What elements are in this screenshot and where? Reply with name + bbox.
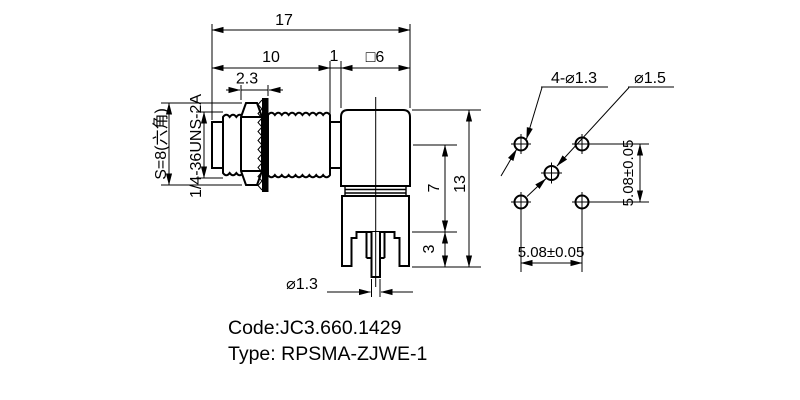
- center-hole: [541, 162, 562, 184]
- dim-body-height: 7: [426, 183, 443, 192]
- dim-pin-diameter: ⌀1.3: [286, 276, 318, 293]
- part-code: Code:JC3.660.1429: [228, 317, 401, 339]
- corner-hole-top-right: [572, 134, 592, 154]
- label-thread-spec: 1/4-36UNS-2A: [188, 94, 205, 198]
- label-hex-size: S=8(六角): [152, 108, 170, 180]
- corner-hole-bottom-left: [511, 192, 531, 212]
- dim-pitch-vertical: 5.08±0.05: [620, 140, 637, 207]
- corner-hole-bottom-right: [572, 192, 592, 212]
- pitch-horizontal-dimension: 5.08±0.05: [518, 209, 585, 272]
- side-view: 17 10 1 □6 2.3 S=8(六角) 1/4-36UNS-2A: [152, 12, 481, 297]
- dim-pitch-horizontal: 5.08±0.05: [518, 244, 585, 261]
- center-pin: [365, 232, 386, 278]
- pin-layout-view: 4-⌀1.3 ⌀1.5 5.08±0.05 5.08±0.05: [500, 70, 674, 272]
- title-block: Code:JC3.660.1429 Type: RPSMA-ZJWE-1: [228, 317, 427, 365]
- thread-rear-section: [267, 111, 331, 179]
- leader-center-hole: ⌀1.5: [526, 70, 674, 197]
- dim-body-square: □6: [366, 49, 385, 66]
- label-corner-holes: 4-⌀1.3: [551, 70, 597, 87]
- lock-washer: [257, 98, 269, 192]
- pin-diameter-dimension: ⌀1.3: [286, 276, 413, 297]
- hex-nut: [240, 102, 263, 186]
- dim-thread-length: 10: [262, 49, 280, 66]
- left-dimensions: S=8(六角) 1/4-36UNS-2A: [152, 94, 242, 198]
- right-dimensions: 7 13 3: [412, 109, 481, 268]
- leader-corner-holes: 4-⌀1.3: [500, 70, 608, 177]
- pitch-vertical-dimension: 5.08±0.05: [589, 140, 649, 207]
- dim-nut-washer: 2.3: [236, 71, 258, 88]
- dim-overall-length: 17: [275, 12, 293, 29]
- top-dimensions: 17 10 1 □6 2.3: [211, 12, 411, 120]
- connector-end-cap: [211, 121, 224, 169]
- corner-hole-top-left: [511, 134, 531, 154]
- part-type: Type: RPSMA-ZJWE-1: [228, 343, 427, 365]
- label-center-hole: ⌀1.5: [634, 70, 666, 87]
- body-neck: [329, 121, 342, 169]
- dim-leg-height: 3: [421, 244, 438, 253]
- dim-total-height: 13: [452, 175, 469, 193]
- dim-gap: 1: [330, 48, 339, 65]
